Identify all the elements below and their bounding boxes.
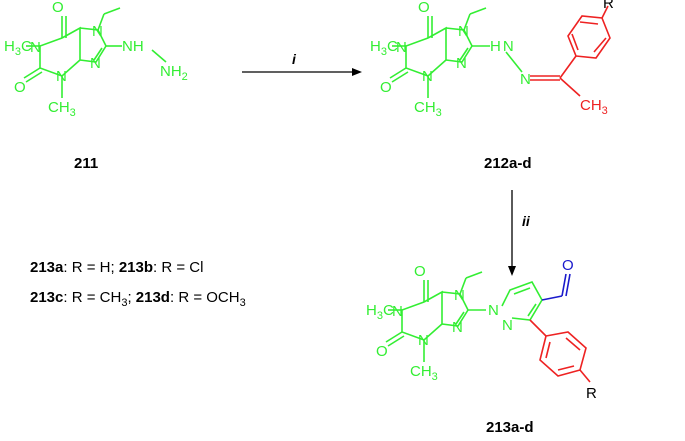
atom-r: R [586, 385, 597, 402]
compound-id-213a-d: 213a-d [486, 419, 534, 436]
compound-212-structure [389, 5, 611, 98]
atom-o: O [52, 0, 64, 16]
atom-n: N [396, 39, 407, 56]
arrowhead-icon [508, 266, 516, 276]
atom-n: N [90, 55, 101, 72]
substituent-legend-line-2: 213c: R = CH3; 213d: R = OCH3 [30, 289, 246, 309]
atom-n: N [502, 317, 513, 334]
compound-213-structure [385, 271, 486, 362]
atom-ch3: CH3 [48, 99, 76, 119]
atom-o: O [14, 79, 26, 96]
condition-i: i [292, 51, 297, 67]
atom-o-aldehyde: O [562, 257, 574, 274]
pyrazole-ring [501, 281, 543, 321]
compound-id-212a-d: 212a-d [484, 155, 532, 172]
atom-o: O [376, 343, 388, 360]
aryl-group [529, 319, 591, 383]
aldehyde-group [541, 273, 571, 301]
atom-n: N [418, 332, 429, 349]
atom-n: N [488, 302, 499, 319]
atom-n: N [422, 68, 433, 85]
atom-r: R [603, 0, 614, 12]
atom-o: O [414, 263, 426, 280]
atom-ch3: CH3 [410, 363, 438, 383]
atom-o: O [418, 0, 430, 16]
atom-h3c: H3C [366, 302, 394, 322]
substituent-legend-line-1: 213a: R = H; 213b: R = Cl [30, 259, 203, 276]
atom-nh: NH [122, 38, 144, 55]
atom-ch3: CH3 [414, 99, 442, 119]
atom-nh2: NH2 [160, 63, 188, 83]
atom-n: N [56, 68, 67, 85]
atom-h3c: H3C [4, 38, 32, 58]
atom-n: N [392, 303, 403, 320]
atom-n: N [458, 23, 469, 40]
atom-h3c: H3C [370, 38, 398, 58]
arrowhead-icon [352, 68, 362, 76]
atom-o: O [380, 79, 392, 96]
atom-n: N [30, 39, 41, 56]
atom-n: N [452, 319, 463, 336]
atom-n: N [520, 71, 531, 88]
compound-id-211: 211 [74, 155, 98, 172]
compound-213-labels: H3C O O N N N N CH3 N N O R [366, 257, 597, 402]
compound-211-structure [23, 7, 167, 98]
atom-ch3: CH3 [580, 97, 608, 117]
atom-n: N [454, 287, 465, 304]
condition-ii: ii [522, 213, 531, 229]
atom-n: N [92, 23, 103, 40]
atom-n: N [456, 55, 467, 72]
compound-211-labels: H3C O O N N N N CH3 NH NH2 [4, 0, 188, 119]
